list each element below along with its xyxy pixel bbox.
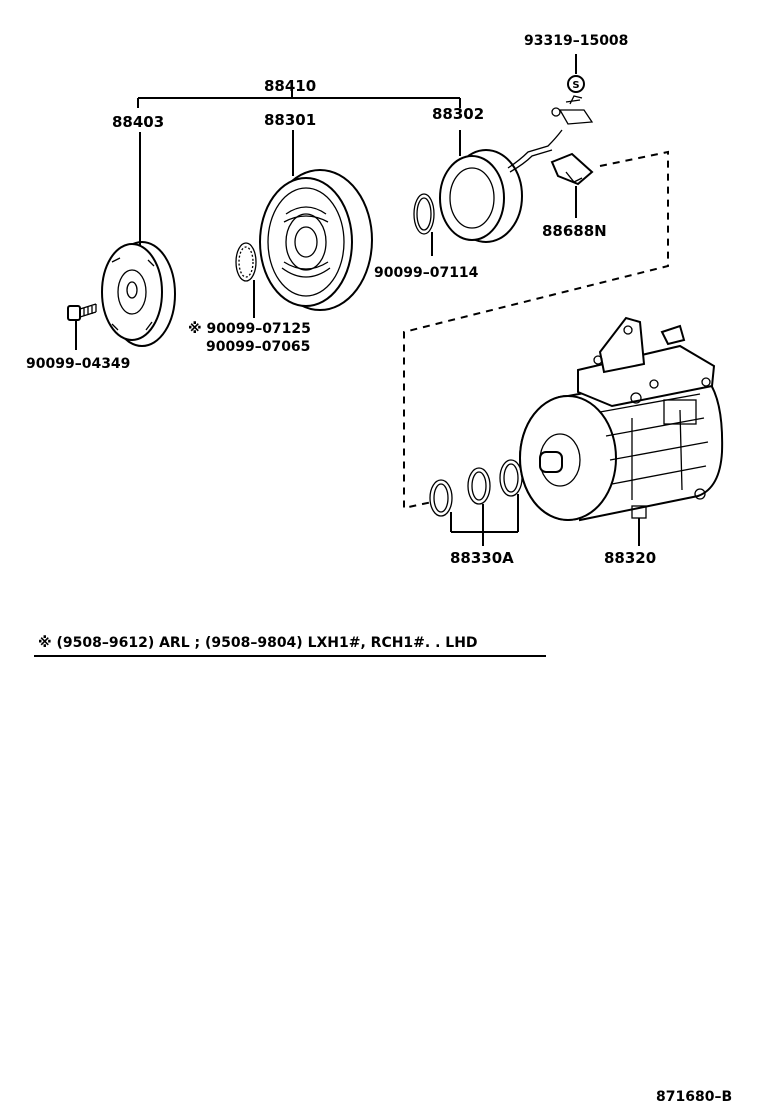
label-88320: 88320 — [604, 549, 656, 567]
screw-icon[interactable]: S — [551, 54, 594, 125]
o-ring-icon[interactable] — [429, 459, 523, 546]
label-88688N: 88688N — [542, 222, 607, 240]
label-90099-07065: 90099–07065 — [206, 339, 310, 355]
label-88410: 88410 — [264, 77, 316, 95]
bolt-icon[interactable] — [67, 303, 97, 350]
reference-code: 871680–B — [656, 1089, 732, 1105]
label-88302: 88302 — [432, 105, 484, 123]
snap-ring-icon[interactable] — [413, 193, 435, 256]
group-bracket-88410 — [137, 90, 461, 108]
svg-text:S: S — [572, 80, 579, 91]
compressor-icon[interactable] — [519, 316, 724, 546]
clutch-plate-icon[interactable] — [101, 132, 176, 347]
label-90099-04349: 90099–04349 — [26, 356, 130, 372]
label-90099-07114: 90099–07114 — [374, 265, 479, 281]
applicability-note: ※ (9508–9612) ARL ; (9508–9804) LXH1#, R… — [38, 635, 478, 651]
label-93319-15008: 93319–15008 — [524, 33, 628, 49]
label-90099-07125: ※ 90099–07125 — [188, 321, 311, 337]
pulley-icon[interactable] — [259, 130, 373, 311]
label-88301: 88301 — [264, 111, 316, 129]
label-88330A: 88330A — [450, 549, 514, 567]
stator-coil-icon[interactable] — [439, 129, 563, 243]
snap-ring-icon[interactable] — [235, 242, 257, 318]
bracket-icon[interactable] — [550, 152, 594, 218]
assembly-dashed-lines — [403, 150, 669, 510]
label-88403: 88403 — [112, 113, 164, 131]
